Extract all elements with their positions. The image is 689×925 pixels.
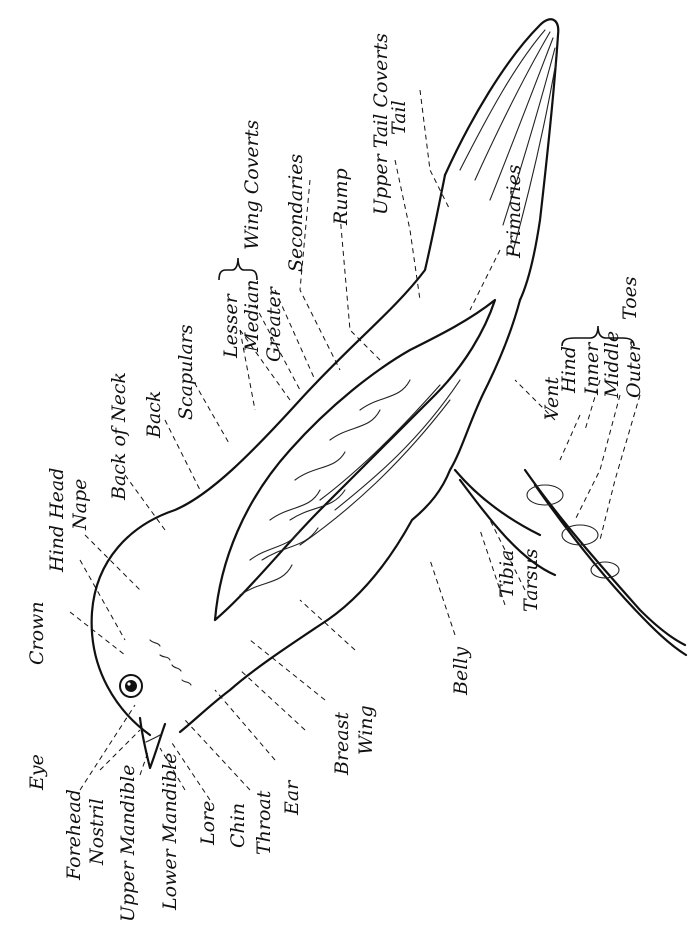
label-hind-head: Hind Head: [46, 468, 68, 573]
label-ear: Ear: [281, 779, 303, 816]
label-scapulars: Scapulars: [175, 324, 197, 420]
label-vent: Vent: [541, 377, 563, 420]
label-eye: Eye: [26, 754, 48, 791]
label-breast: Breast: [331, 712, 353, 776]
label-lore: Lore: [197, 801, 219, 846]
labels: Crown Hind Head Nape Back of Neck Back S…: [26, 33, 645, 922]
label-back: Back: [143, 391, 165, 439]
label-tarsus: Tarsus: [520, 548, 542, 612]
label-crown: Crown: [26, 601, 48, 665]
label-belly: Belly: [450, 647, 472, 696]
label-wing: Wing: [355, 705, 377, 755]
label-inner: Inner: [581, 341, 603, 396]
wing-coverts-brace: [219, 258, 257, 280]
label-upper-mandible: Upper Mandible: [117, 765, 139, 922]
label-chin: Chin: [227, 803, 249, 848]
label-throat: Throat: [253, 790, 275, 855]
label-nape: Nape: [69, 479, 91, 531]
label-greater: Greater: [263, 285, 285, 362]
label-median: Median: [241, 279, 263, 353]
label-back-of-neck: Back of Neck: [108, 372, 130, 501]
label-toes: Toes: [619, 276, 641, 320]
label-lesser: Lesser: [220, 292, 242, 359]
label-wing-coverts: Wing Coverts: [241, 120, 263, 250]
label-rump: Rump: [330, 168, 352, 226]
label-tibia: Tibia: [496, 550, 518, 598]
label-forehead: Forehead: [63, 789, 85, 881]
label-tail: Tail: [388, 100, 410, 135]
label-nostril: Nostril: [86, 798, 108, 866]
label-lower-mandible: Lower Mandible: [159, 753, 181, 911]
tail-outline: [445, 19, 558, 300]
label-secondaries: Secondaries: [285, 154, 307, 272]
label-middle: Middle: [601, 331, 623, 399]
leader-lines: [70, 90, 640, 800]
label-primaries: Primaries: [503, 164, 525, 259]
label-outer: Outer: [623, 340, 645, 398]
